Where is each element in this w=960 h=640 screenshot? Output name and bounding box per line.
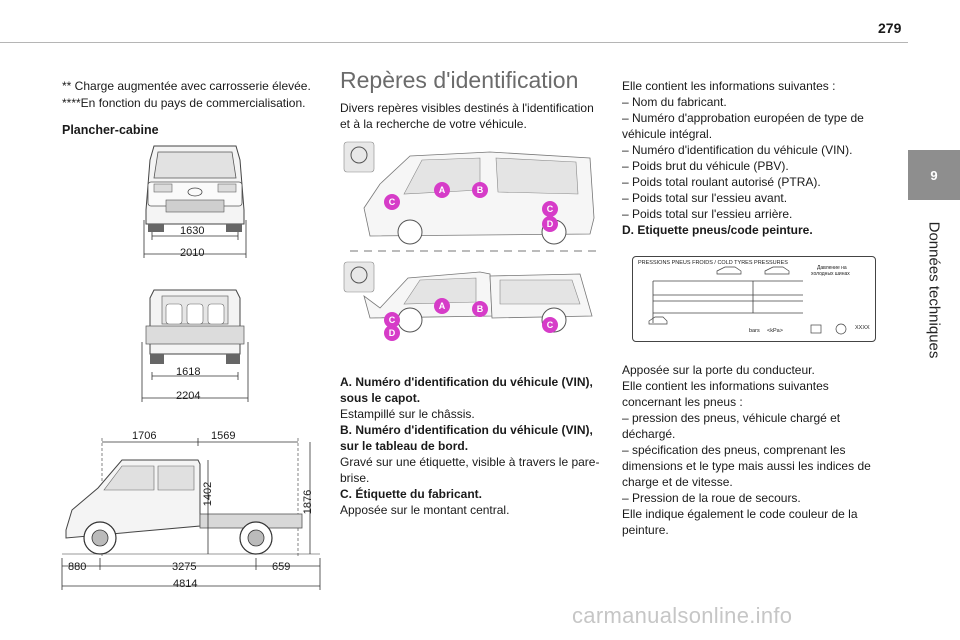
- tyre-text-1: Apposée sur la porte du conducteur.: [622, 363, 815, 377]
- label-info-item-2: – Numéro d'approbation européen de type …: [622, 111, 864, 141]
- dimension-wheelbase: 3275: [172, 561, 197, 573]
- label-info-item-4: – Poids brut du véhicule (PBV).: [622, 159, 789, 173]
- dimension-side-height-total: 1876: [302, 489, 315, 515]
- label-info-item-1: – Nom du fabricant.: [622, 95, 727, 109]
- tyre-label-description: Apposée sur la porte du conducteur. Elle…: [622, 362, 884, 538]
- tyre-text-3: – pression des pneus, véhicule chargé et…: [622, 411, 841, 441]
- label-info-item-5: – Poids total roulant autorisé (PTRA).: [622, 175, 821, 189]
- dimension-side-height-cab: 1402: [202, 481, 215, 507]
- tyre-label-bars: bars: [749, 328, 760, 334]
- section-intro: Divers repères visibles destinés à l'ide…: [340, 101, 594, 131]
- identification-legend: A. Numéro d'identification du véhicule (…: [340, 374, 602, 518]
- label-info-item-7: – Poids total sur l'essieu arrière.: [622, 207, 793, 221]
- legend-a-heading: A. Numéro d'identification du véhicule (…: [340, 375, 593, 405]
- dimension-side-top-right: 1569: [211, 430, 236, 442]
- marker-d-top: D: [542, 216, 558, 232]
- dimension-front-inner: 1630: [180, 225, 205, 237]
- dimension-rear-overhang: 659: [272, 561, 291, 573]
- tyre-pressure-label-box: PRESSIONS PNEUS FROIDS / COLD TYRES PRES…: [632, 256, 876, 342]
- front-view-diagram: [143, 145, 247, 258]
- side-view-diagram: [61, 438, 321, 590]
- legend-b-text: Gravé sur une étiquette, visible à trave…: [340, 455, 600, 485]
- marker-a-top: A: [434, 182, 450, 198]
- tyre-text-6: Elle indique également le code couleur d…: [622, 507, 858, 537]
- header-divider: [0, 42, 908, 43]
- dimension-length: 4814: [173, 578, 198, 590]
- chapter-tab[interactable]: 9: [908, 150, 960, 200]
- tyre-label-kpa: <kPa>: [767, 328, 783, 334]
- marker-b-bottom: B: [472, 301, 488, 317]
- marker-a-bottom: A: [434, 298, 450, 314]
- rear-view-diagram: [141, 289, 249, 402]
- column-manufacturer-label: Elle contient les informations suivantes…: [622, 78, 884, 537]
- column-dimensions: ** Charge augmentée avec carrosserie éle…: [62, 78, 324, 139]
- tyre-label-russian-2: холодных шинах: [811, 271, 850, 277]
- section-subheading: Plancher-cabine: [62, 123, 159, 137]
- chapter-title: Données techniques: [908, 205, 960, 375]
- marker-c-bottom-right: C: [542, 317, 558, 333]
- marker-c-top-left: C: [384, 194, 400, 210]
- tyre-label-table: [648, 266, 847, 335]
- watermark: carmanualsonline.info: [572, 603, 793, 628]
- dimension-front-overhang: 880: [68, 561, 87, 573]
- legend-d-heading: D. Etiquette pneus/code peinture.: [622, 223, 813, 237]
- marker-c-bottom-left: C: [384, 312, 400, 328]
- footnote-high-roof: ** Charge augmentée avec carrosserie éle…: [62, 79, 311, 93]
- tyre-text-5: – Pression de la roue de secours.: [622, 491, 801, 505]
- footnote-country: ****En fonction du pays de commercialisa…: [62, 96, 306, 110]
- legend-a-text: Estampillé sur le châssis.: [340, 407, 475, 421]
- dimension-rear-inner: 1618: [176, 366, 201, 378]
- label-info-intro: Elle contient les informations suivantes…: [622, 79, 836, 93]
- label-info-item-3: – Numéro d'identification du véhicule (V…: [622, 143, 853, 157]
- label-info-item-6: – Poids total sur l'essieu avant.: [622, 191, 788, 205]
- marker-b-top: B: [472, 182, 488, 198]
- dimension-side-top-left: 1706: [132, 430, 157, 442]
- dimension-rear-outer: 2204: [176, 390, 201, 402]
- van-markers-diagram: [343, 141, 598, 333]
- page-number: 279: [878, 20, 902, 36]
- legend-b-heading: B. Numéro d'identification du véhicule (…: [340, 423, 593, 453]
- dimension-front-outer: 2010: [180, 247, 205, 259]
- column-identification: Repères d'identification Divers repères …: [340, 67, 602, 518]
- chapter-title-text: Données techniques: [925, 221, 943, 359]
- marker-d-bottom: D: [384, 325, 400, 341]
- tyre-label-russian-1: Давление на: [817, 265, 847, 271]
- legend-c-text: Apposée sur le montant central.: [340, 503, 510, 517]
- legend-c-heading: C. Étiquette du fabricant.: [340, 487, 483, 501]
- section-title: Repères d'identification: [340, 67, 579, 93]
- tyre-text-2: Elle contient les informations suivantes…: [622, 379, 829, 409]
- tyre-label-title: PRESSIONS PNEUS FROIDS / COLD TYRES PRES…: [638, 260, 788, 266]
- tyre-text-4: – spécification des pneus, comprenant le…: [622, 443, 871, 489]
- marker-c-top-right: C: [542, 201, 558, 217]
- tyre-label-paint-code: XXXX: [855, 325, 870, 331]
